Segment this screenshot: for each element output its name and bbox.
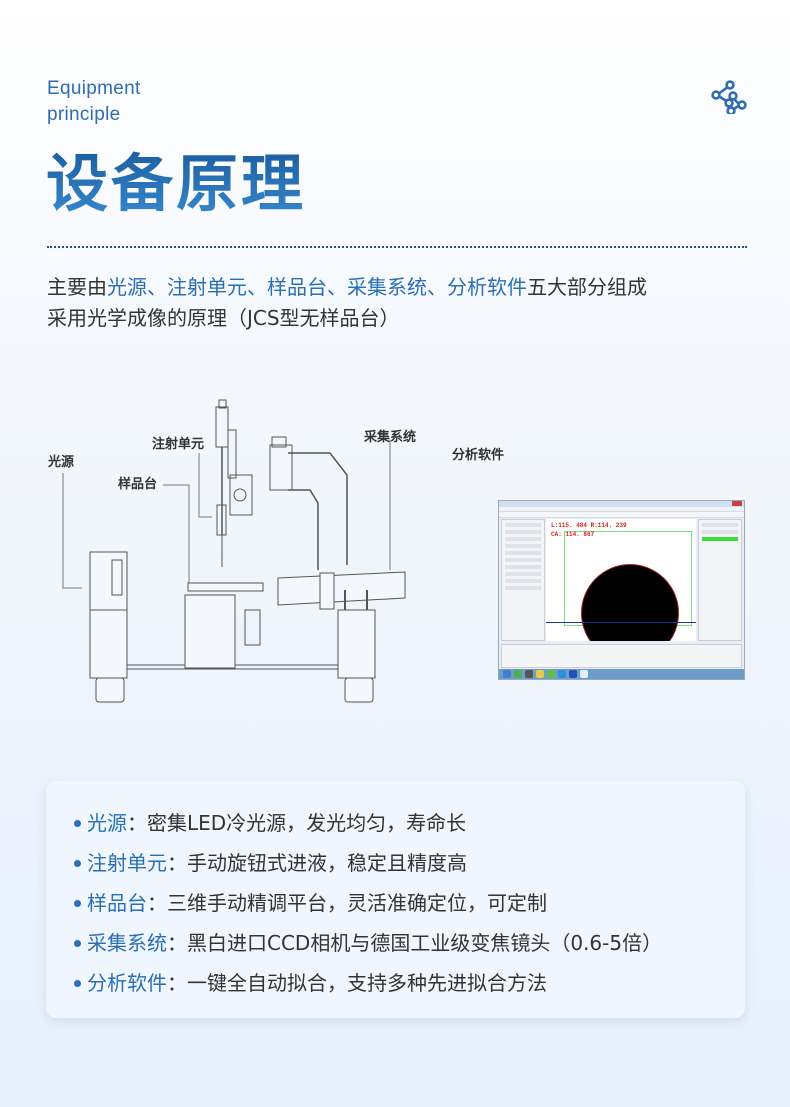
feature-key: 样品台: [87, 891, 147, 915]
log-panel: [501, 644, 742, 668]
feature-colon: ：: [147, 891, 167, 915]
angle-readout-lr: L:115. 484 R:114. 239: [551, 522, 627, 529]
intro-component: 光源: [107, 275, 147, 299]
results-panel: [698, 519, 742, 641]
separator: 、: [427, 275, 447, 299]
feature-desc: 手动旋钮式进液，稳定且精度高: [187, 851, 467, 875]
english-subtitle-line1: Equipment: [47, 78, 141, 99]
feature-desc: 一键全自动拟合，支持多种先进拟合方法: [187, 971, 547, 995]
feature-item-light-source: 光源：密集LED冷光源，发光均匀，寿命长: [74, 803, 662, 843]
bullet-icon: [74, 859, 81, 867]
feature-colon: ：: [127, 811, 147, 835]
feature-key: 分析软件: [87, 971, 167, 995]
feature-colon: ：: [167, 971, 187, 995]
feature-colon: ：: [167, 851, 187, 875]
menu-bar: [499, 507, 744, 512]
feature-colon: ：: [167, 931, 187, 955]
angle-readout-ca: CA: 114. 867: [551, 531, 595, 538]
label-acquisition-system: 采集系统: [364, 430, 417, 445]
equipment-diagram: 光源 注射单元 样品台 采集系统 分析软件: [0, 395, 790, 715]
intro-text: 主要由光源、注射单元、样品台、采集系统、分析软件五大部分组成 采用光学成像的原理…: [47, 272, 647, 334]
separator: 、: [147, 275, 167, 299]
english-subtitle: Equipment principle: [47, 76, 141, 128]
share-nodes-icon: [711, 80, 747, 114]
feature-key: 光源: [87, 811, 127, 835]
feature-desc: 密集LED冷光源，发光均匀，寿命长: [147, 811, 467, 835]
feature-key: 采集系统: [87, 931, 167, 955]
bullet-icon: [74, 979, 81, 987]
intro-component: 注射单元: [167, 275, 247, 299]
separator: 、: [247, 275, 267, 299]
taskbar: [499, 669, 744, 679]
window-titlebar: [499, 501, 744, 507]
feature-item-analysis-software: 分析软件：一键全自动拟合，支持多种先进拟合方法: [74, 963, 662, 1003]
software-screenshot: L:115. 484 R:114. 239 CA: 114. 867: [498, 500, 745, 680]
feature-list: 光源：密集LED冷光源，发光均匀，寿命长 注射单元：手动旋钮式进液，稳定且精度高…: [74, 803, 662, 1003]
bullet-icon: [74, 899, 81, 907]
drop-image-canvas: L:115. 484 R:114. 239 CA: 114. 867: [546, 519, 696, 641]
label-light-source: 光源: [48, 455, 75, 470]
label-sample-stage: 样品台: [118, 477, 158, 492]
bullet-icon: [74, 939, 81, 947]
label-analysis-software: 分析软件: [452, 448, 505, 463]
feature-card: 光源：密集LED冷光源，发光均匀，寿命长 注射单元：手动旋钮式进液，稳定且精度高…: [46, 781, 745, 1018]
intro-line1: 主要由光源、注射单元、样品台、采集系统、分析软件五大部分组成: [47, 272, 647, 303]
feature-desc: 黑白进口CCD相机与德国工业级变焦镜头（0.6-5倍）: [187, 931, 663, 955]
baseline: [546, 622, 696, 623]
label-injection-unit: 注射单元: [152, 437, 205, 452]
intro-component: 分析软件: [447, 275, 527, 299]
droplet-silhouette: [581, 564, 679, 641]
feature-item-acquisition-system: 采集系统：黑白进口CCD相机与德国工业级变焦镜头（0.6-5倍）: [74, 923, 662, 963]
parameter-panel: [501, 519, 545, 641]
dotted-divider: [47, 246, 747, 248]
equipment-drawing: [62, 399, 406, 703]
intro-component: 样品台: [267, 275, 327, 299]
feature-item-sample-stage: 样品台：三维手动精调平台，灵活准确定位，可定制: [74, 883, 662, 923]
toolbar: [499, 512, 744, 518]
english-subtitle-line2: principle: [47, 104, 121, 125]
bullet-icon: [74, 819, 81, 827]
close-icon: [732, 501, 742, 506]
page-title: 设备原理: [46, 144, 306, 224]
intro-component: 采集系统: [347, 275, 427, 299]
separator: 、: [327, 275, 347, 299]
feature-desc: 三维手动精调平台，灵活准确定位，可定制: [167, 891, 547, 915]
intro-line2: 采用光学成像的原理（JCS型无样品台）: [47, 306, 400, 330]
feature-key: 注射单元: [87, 851, 167, 875]
feature-item-injection-unit: 注射单元：手动旋钮式进液，稳定且精度高: [74, 843, 662, 883]
intro-prefix: 主要由: [47, 275, 107, 299]
intro-suffix: 五大部分组成: [527, 275, 647, 299]
